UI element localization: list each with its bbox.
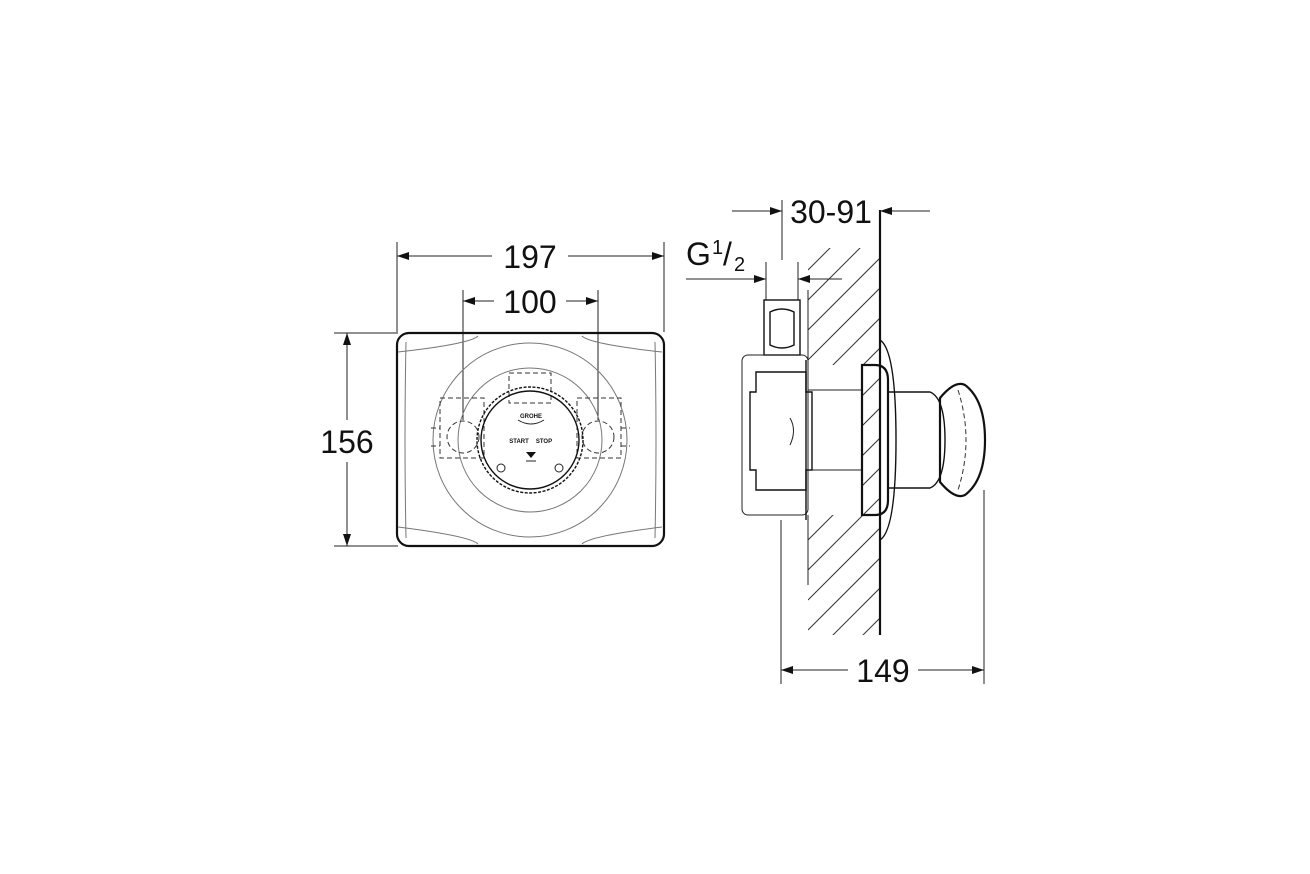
dimension-hole-spacing: 100 xyxy=(463,284,598,320)
dimension-width: 197 xyxy=(397,239,664,275)
dimension-height-label: 156 xyxy=(320,424,373,460)
dimension-wall-range-label: 30-91 xyxy=(790,194,872,230)
push-button: GROHE START STOP xyxy=(476,386,584,494)
dimension-depth: 149 xyxy=(781,653,984,689)
front-view: 197 100 156 xyxy=(320,239,666,548)
side-view: 30-91 G 1 / 2 xyxy=(686,194,987,689)
stop-label: STOP xyxy=(536,439,552,445)
thread-prefix: G xyxy=(686,236,711,272)
dimension-wall-range: 30-91 xyxy=(732,194,930,230)
dimension-thread: G 1 / 2 xyxy=(686,236,842,300)
dimension-depth-label: 149 xyxy=(856,653,909,689)
dimension-hole-spacing-label: 100 xyxy=(503,284,556,320)
thread-slash: / xyxy=(723,236,732,272)
thread-denominator: 2 xyxy=(734,254,745,276)
valve-body xyxy=(741,354,862,520)
dimension-width-label: 197 xyxy=(503,239,556,275)
dimension-height: 156 xyxy=(320,333,374,546)
inlet-fitting xyxy=(763,299,801,356)
side-push-button xyxy=(860,339,987,541)
wall-section xyxy=(808,248,880,635)
start-stop-arrow-icon xyxy=(526,452,536,458)
thread-numerator: 1 xyxy=(712,237,723,259)
start-label: START xyxy=(509,439,529,445)
brand-logo-text: GROHE xyxy=(520,414,542,420)
cover-plate xyxy=(395,331,666,548)
